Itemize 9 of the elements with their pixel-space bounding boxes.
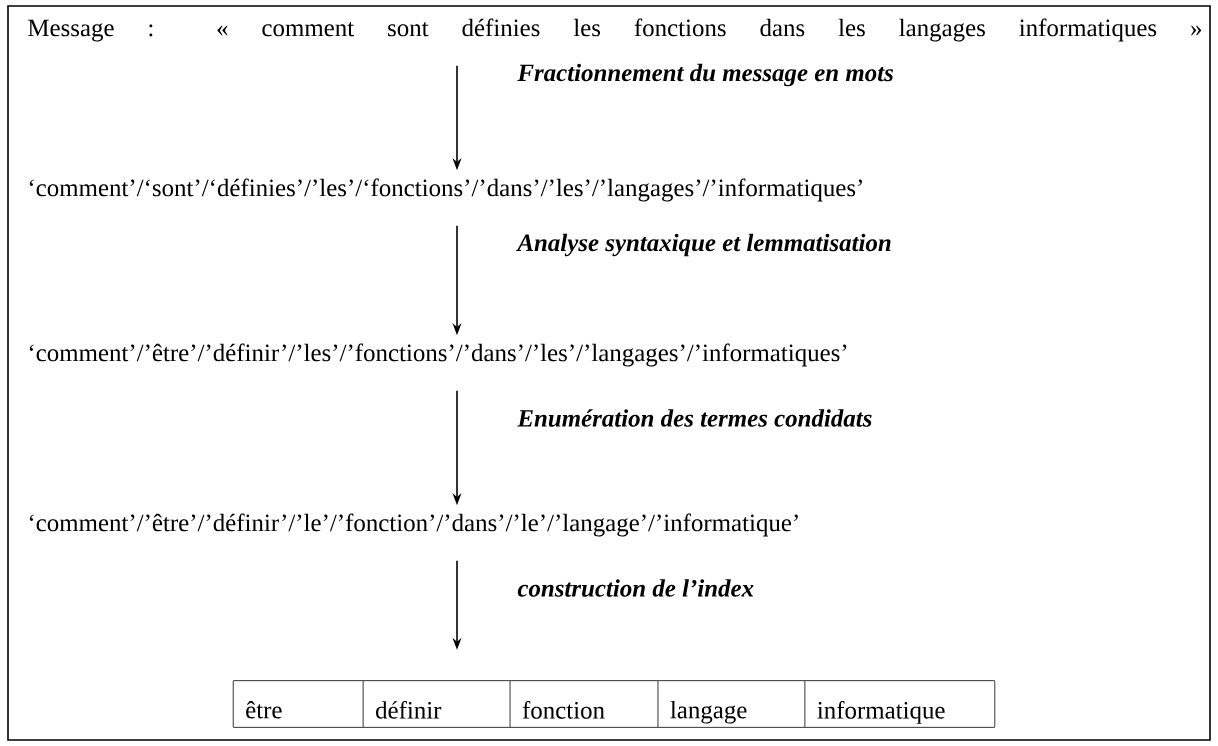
word-sequence: ‘comment’/’être’/’définir’/’les’/’fonctions’/’dans’/’les’/’langages’/’informatiques’ xyxy=(29,343,847,367)
step-label: Enumération des termes condidats xyxy=(517,409,872,427)
step-label: Fractionnement du message en mots xyxy=(517,63,894,87)
index-table: être définir fonction langage informatique xyxy=(232,680,996,728)
step-label: construction de l’index xyxy=(517,579,754,597)
step-label: Analyse syntaxique et lemmatisation xyxy=(516,233,891,257)
word-sequence: ‘comment’/’être’/’définir’/’le’/’fonction’/’dans’/’le’/’langage’/’informatique’ xyxy=(29,513,798,537)
word-sequence: Message : « comment sont définies les fonctions dans les langages informatiques » xyxy=(28,18,1202,42)
word-sequence: ‘comment’/‘sont’/‘définies’/’les’/‘fonctions’/’dans’/’les’/’langages’/’informatiques’ xyxy=(29,178,862,202)
